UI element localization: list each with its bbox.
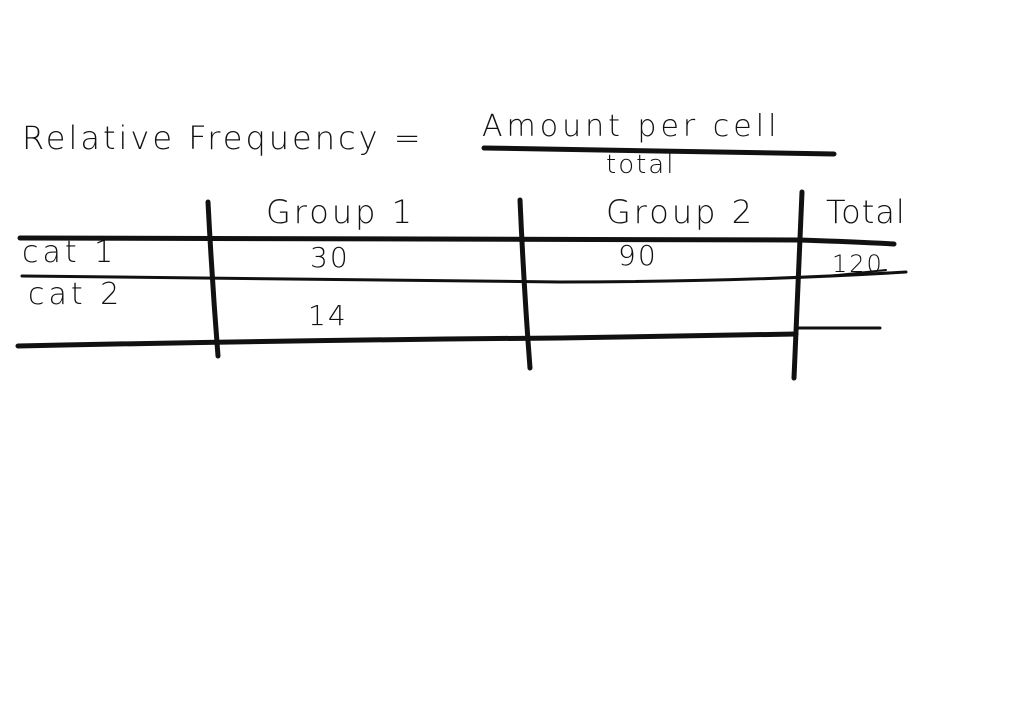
col-rule-2: [517, 197, 533, 371]
cell-cat1-total: 120: [832, 250, 884, 278]
fraction-bar: [481, 145, 837, 157]
formula-lhs: Relative Frequency =: [22, 119, 424, 157]
row-rule-1: [20, 270, 908, 284]
cell-cat1-group1: 30: [310, 241, 350, 274]
bottom-rule: [15, 331, 799, 349]
cell-cat1-group2: 90: [618, 239, 658, 272]
header-rule: [17, 235, 897, 247]
column-header-group-2: Group 2: [606, 193, 755, 231]
column-header-group-1: Group 1: [266, 193, 415, 231]
row-label-cat-1: cat 1: [22, 235, 118, 270]
col-rule-1: [205, 199, 221, 359]
column-header-total: Total: [826, 193, 906, 231]
formula-numerator: Amount per cell: [482, 109, 781, 144]
cell-cat2-group1: 14: [308, 299, 348, 332]
row-label-cat-2: cat 2: [28, 277, 124, 312]
col-rule-3: [791, 189, 805, 381]
formula-denominator: total: [606, 150, 676, 180]
